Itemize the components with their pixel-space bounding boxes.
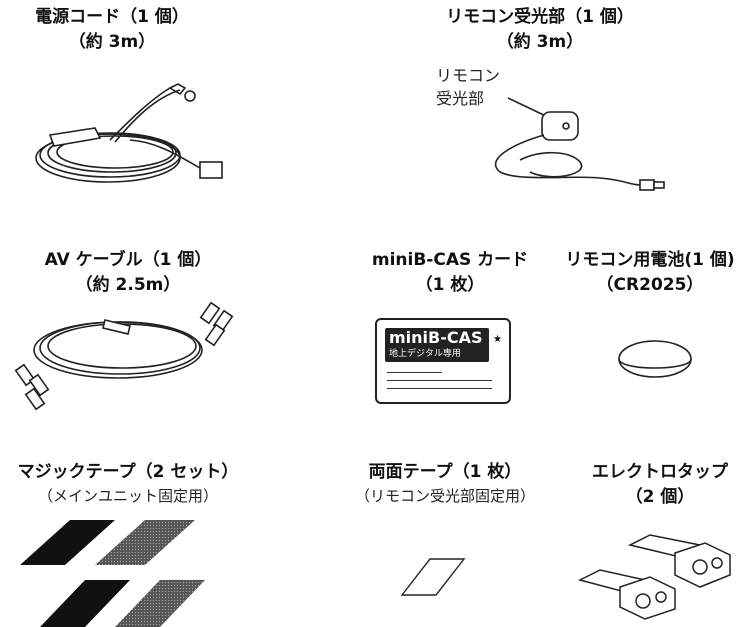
av-cable-illustration (14, 301, 234, 411)
item-sub-double-tape: （リモコン受光部固定用） (354, 487, 536, 505)
item-title-battery: リモコン用電池(1 個) (565, 250, 735, 270)
callout-label-line2: 受光部 (436, 89, 485, 108)
item-title-electro-tap: エレクトロタップ (592, 462, 728, 482)
item-sub-remote-sensor: （約 3m） (496, 32, 584, 52)
item-sub-battery: （CR2025） (596, 275, 704, 295)
electro-tap-illustration (577, 534, 731, 620)
bcas-card-logo: miniB-CAS (389, 328, 483, 347)
item-title-magic-tape: マジックテープ（2 セット） (17, 462, 239, 482)
item-sub-magic-tape: （メインユニット固定用） (37, 487, 219, 505)
bcas-card: miniB-CAS 地上デジタル専用 ★ (375, 318, 511, 404)
magic-tape-illustration (20, 520, 205, 627)
callout-label-line1: リモコン (436, 66, 501, 85)
bcas-card-line (387, 372, 442, 373)
item-title-double-tape: 両面テープ（1 枚） (368, 462, 522, 482)
double-tape-illustration (400, 558, 466, 596)
remote-sensor-illustration (494, 97, 665, 191)
item-sub-av-cable: （約 2.5m） (75, 275, 181, 295)
bcas-card-line (387, 380, 492, 381)
item-title-bcas-card: miniB-CAS カード (371, 250, 529, 270)
bcas-card-band: 地上デジタル専用 (389, 349, 461, 359)
item-sub-power-cord: （約 3m） (68, 32, 156, 52)
item-title-remote-sensor: リモコン受光部（1 個） (446, 7, 634, 27)
item-sub-bcas-card: （1 枚） (415, 275, 485, 295)
power-cord-illustration (35, 83, 223, 183)
item-title-av-cable: AV ケーブル（1 個） (44, 250, 212, 270)
battery-illustration (618, 340, 692, 378)
item-title-power-cord: 電源コード（1 個） (35, 7, 189, 27)
bcas-card-logo-block: miniB-CAS 地上デジタル専用 (385, 328, 489, 362)
bcas-card-line (387, 388, 492, 389)
item-sub-electro-tap: （2 個） (625, 487, 695, 507)
bcas-card-star-icon: ★ (493, 334, 502, 345)
